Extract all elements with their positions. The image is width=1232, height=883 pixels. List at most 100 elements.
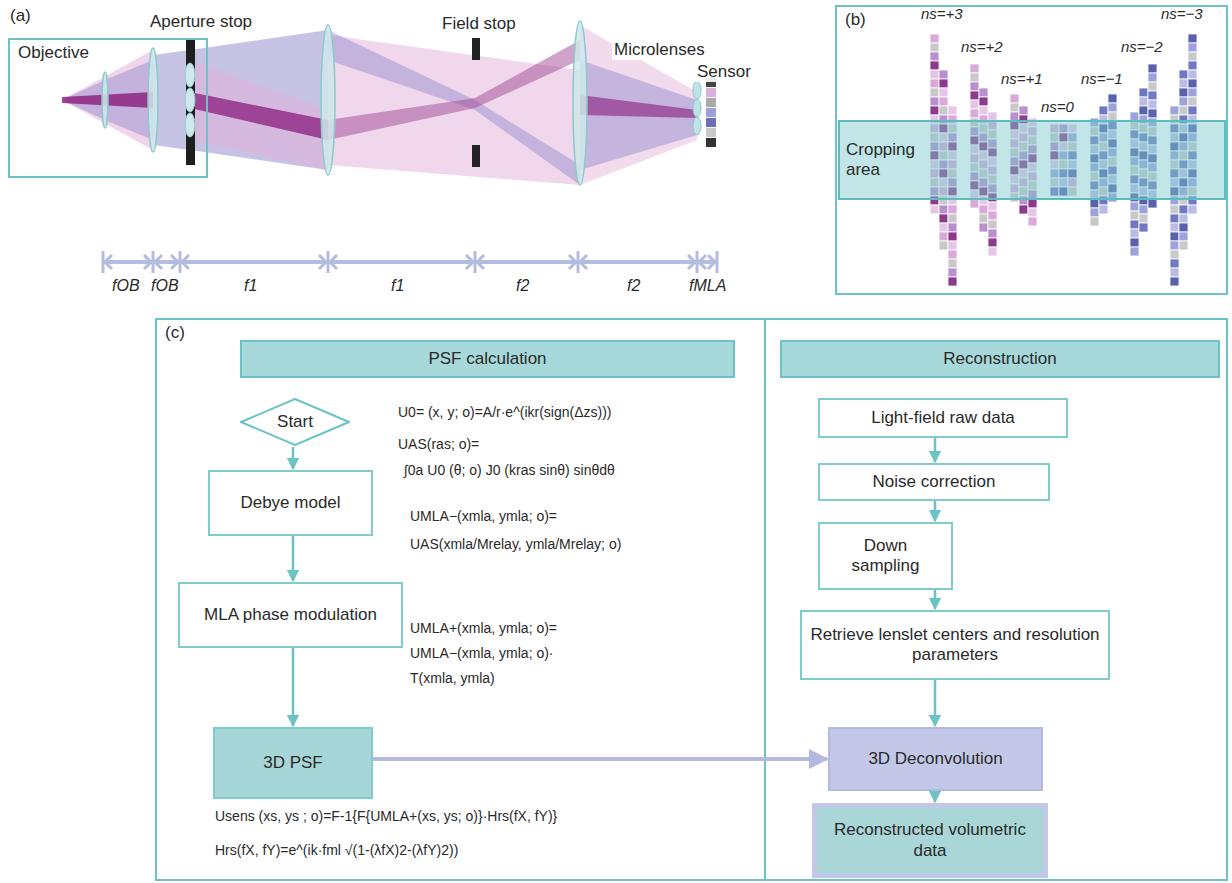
- part-name: Microlenses: [612, 40, 707, 60]
- sensor-pixel-cell: [1170, 250, 1179, 259]
- sensor-pixel-cell: [1130, 220, 1139, 229]
- sensor-pixel-cell: [979, 205, 988, 214]
- sensor-pixel-cell: [1170, 241, 1179, 250]
- axis-arrowhead: [330, 255, 337, 269]
- sensor-pixel-cell: [1130, 247, 1139, 256]
- axis-arrowhead: [688, 255, 695, 269]
- microlens: [693, 117, 701, 135]
- inset-frame: Objective: [8, 38, 208, 178]
- aperture-lenslet: [185, 113, 195, 137]
- sensor-pixel-cell: [970, 73, 979, 82]
- sensor-pixel-cell: [1188, 88, 1197, 97]
- sensor-pixel-cell: [970, 64, 979, 73]
- process-box: MLA phase modulation: [178, 582, 403, 648]
- sensor-pixel-cell: [1010, 103, 1019, 112]
- sensor-pixel-cell: [1148, 73, 1157, 82]
- box-label: PSF calculation: [428, 349, 546, 369]
- aperture-stop: [186, 40, 195, 165]
- formula: Hrs(fX, fY)=e^(ik·fml √(1-(λfX)2-(λfY)2)…: [215, 842, 458, 859]
- box-label: Down sampling: [828, 536, 943, 577]
- panel-letter: (a): [10, 6, 31, 26]
- box-label: Retrieve lenslet centers and resolution …: [810, 625, 1100, 666]
- process-box: Retrieve lenslet centers and resolution …: [800, 610, 1110, 680]
- sensor-pixel: [706, 138, 716, 147]
- sensor-pixel-cell: [1028, 217, 1037, 226]
- sensor-pixel-cell: [1179, 205, 1188, 214]
- sensor-pixel-cell: [1170, 106, 1179, 115]
- distance-axis: [103, 260, 717, 264]
- sensor-pixel: [706, 118, 716, 127]
- sensor-pixel-cell: [930, 97, 939, 106]
- sensor-pixel: [706, 98, 716, 107]
- light-beam: [328, 40, 580, 140]
- box-label: Start: [277, 412, 313, 432]
- flow-arrow: [934, 590, 937, 609]
- formula: UMLA−(xmla, ymla; o)=: [410, 508, 557, 525]
- sensor-pixel-cell: [1148, 82, 1157, 91]
- sensor-pixel-cell: [1179, 79, 1188, 88]
- shift-index: ns=−3: [1161, 5, 1203, 23]
- sensor-pixel-cell: [939, 97, 948, 106]
- sensor-pixel-cell: [970, 109, 979, 118]
- sensor-pixel: [706, 88, 716, 97]
- axis-arrowhead: [569, 255, 576, 269]
- axis-arrowhead: [708, 255, 715, 269]
- sensor-pixel-cell: [970, 91, 979, 100]
- distance-label: fOB: [151, 276, 179, 295]
- sensor-pixel-cell: [1170, 223, 1179, 232]
- sensor-pixel-cell: [1188, 34, 1197, 43]
- sensor-pixel-cell: [1130, 238, 1139, 247]
- sensor-pixel-cell: [1019, 106, 1028, 115]
- sensor-pixel-cell: [1139, 106, 1148, 115]
- light-beam: [328, 30, 580, 185]
- sensor-pixel-cell: [1148, 100, 1157, 109]
- axis-arrowhead: [466, 255, 473, 269]
- sensor-pixel-cell: [1170, 268, 1179, 277]
- start-diamond: Start: [240, 398, 350, 447]
- lens: [573, 21, 587, 185]
- flow-arrow: [934, 680, 937, 726]
- output-box: Reconstructed volumetric data: [812, 803, 1048, 878]
- light-beam: [190, 60, 328, 170]
- sensor-pixel-cell: [930, 43, 939, 52]
- sensor-pixel-cell: [939, 70, 948, 79]
- flow-arrow: [292, 536, 295, 581]
- sensor-pixel-cell: [1188, 205, 1197, 214]
- distance-label: f1: [391, 276, 404, 295]
- process-box: Noise correction: [818, 463, 1050, 501]
- sensor-pixel-cell: [1148, 91, 1157, 100]
- sensor-pixel-cell: [939, 79, 948, 88]
- sensor-pixel-cell: [970, 100, 979, 109]
- sensor-pixel-cell: [948, 223, 957, 232]
- flow-arrow: [373, 757, 827, 761]
- sensor-pixel-cell: [930, 88, 939, 97]
- sensor-pixel-cell: [1139, 214, 1148, 223]
- sensor-pixel-cell: [1179, 214, 1188, 223]
- distance-label: f2: [516, 276, 529, 295]
- microlens: [693, 81, 701, 99]
- sensor-pixel-cell: [988, 238, 997, 247]
- diamond-shape: [241, 399, 349, 445]
- flow-arrow: [934, 791, 937, 802]
- sensor-pixel-cell: [979, 88, 988, 97]
- sensor-pixel-cell: [1090, 208, 1099, 217]
- cropping-band: Cropping area: [838, 120, 1226, 200]
- formula: UAS(xmla/Mrelay, ymla/Mrelay; o): [410, 536, 621, 553]
- sensor-pixel-cell: [1188, 43, 1197, 52]
- section-header: PSF calculation: [240, 340, 735, 378]
- process-box: Light-field raw data: [818, 398, 1068, 438]
- sensor-pixel-cell: [1130, 202, 1139, 211]
- formula: ∫0a U0 (θ; o) J0 (kras sinθ) sinθdθ: [404, 462, 615, 479]
- sensor-pixel-cell: [988, 211, 997, 220]
- distance-label: f1: [244, 276, 257, 295]
- flow-arrow: [934, 501, 937, 521]
- shift-index: ns=−1: [1081, 70, 1123, 88]
- sensor-pixel-cell: [1090, 199, 1099, 208]
- sensor-pixel-cell: [1148, 64, 1157, 73]
- axis-arrowhead: [171, 255, 178, 269]
- distance-label: fOB: [112, 276, 140, 295]
- sensor-pixel-cell: [948, 106, 957, 115]
- sensor-pixel-cell: [939, 232, 948, 241]
- shift-index: ns=−2: [1121, 38, 1163, 56]
